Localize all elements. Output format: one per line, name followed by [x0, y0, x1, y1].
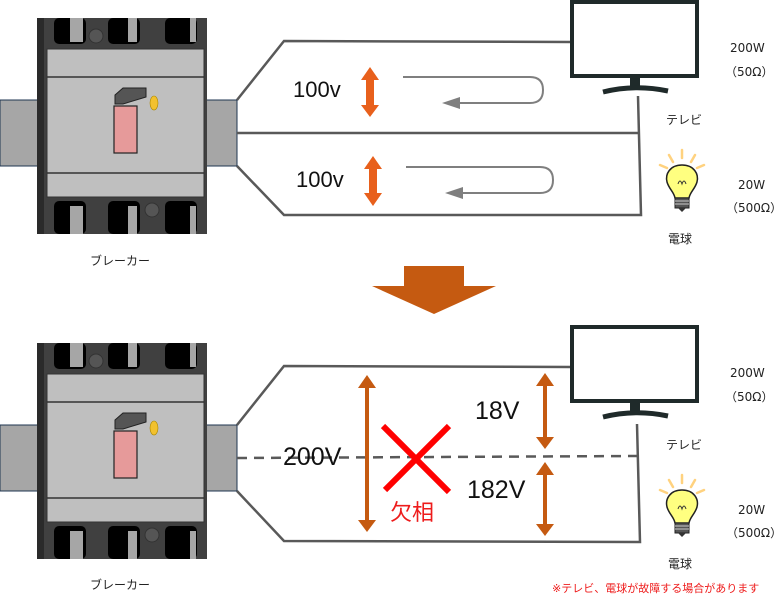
- breaker-top: [0, 17, 238, 235]
- voltage-label-upper: 100v: [293, 77, 341, 102]
- bulb-label-bottom: 電球: [668, 557, 693, 571]
- tv-label-bottom: テレビ: [666, 438, 703, 452]
- breaker-label-top: ブレーカー: [90, 254, 151, 268]
- tv-resistance-bottom: （50Ω）: [725, 390, 774, 404]
- current-arrowhead-lower: [445, 187, 463, 199]
- bulb-power-top: 20W: [738, 178, 766, 192]
- fault-x-mark: [380, 423, 452, 495]
- bulb-voltage-label: 182V: [467, 476, 526, 504]
- tv-power-bottom: 200W: [730, 366, 765, 380]
- bulb-resistance-bottom: （500Ω）: [726, 526, 780, 540]
- bulb-label-top: 電球: [668, 232, 693, 246]
- bulb-power-bottom: 20W: [738, 503, 766, 517]
- tv-voltage-label: 18V: [475, 397, 520, 425]
- voltage-arrow-total: [358, 375, 376, 532]
- tv-label-top: テレビ: [666, 113, 703, 127]
- voltage-label-lower: 100v: [296, 167, 344, 192]
- warning-note: ※テレビ、電球が故障する場合があります: [552, 582, 760, 595]
- light-bulb-icon-top: [658, 148, 706, 214]
- voltage-arrow-lower: [364, 156, 382, 206]
- tv-resistance-top: （50Ω）: [725, 65, 774, 79]
- transition-arrow-down: [372, 266, 496, 314]
- tv-icon-bottom: [572, 327, 697, 417]
- wires-bottom: [236, 364, 642, 544]
- light-bulb-icon-bottom: [658, 473, 706, 539]
- current-loop-lower: [406, 166, 555, 194]
- fault-label: 欠相: [390, 501, 435, 526]
- total-voltage-label: 200V: [283, 443, 342, 471]
- breaker-label-bottom: ブレーカー: [90, 578, 151, 592]
- voltage-arrow-tv: [536, 373, 554, 449]
- wires-top: [236, 39, 643, 217]
- tv-power-top: 200W: [730, 41, 765, 55]
- bulb-resistance-top: （500Ω）: [726, 201, 780, 215]
- breaker-bottom: [0, 342, 238, 560]
- current-arrowhead-upper: [442, 97, 460, 109]
- voltage-arrow-upper: [361, 67, 379, 117]
- voltage-arrow-bulb: [536, 462, 554, 536]
- current-loop-upper: [403, 76, 545, 104]
- tv-icon-top: [572, 2, 697, 92]
